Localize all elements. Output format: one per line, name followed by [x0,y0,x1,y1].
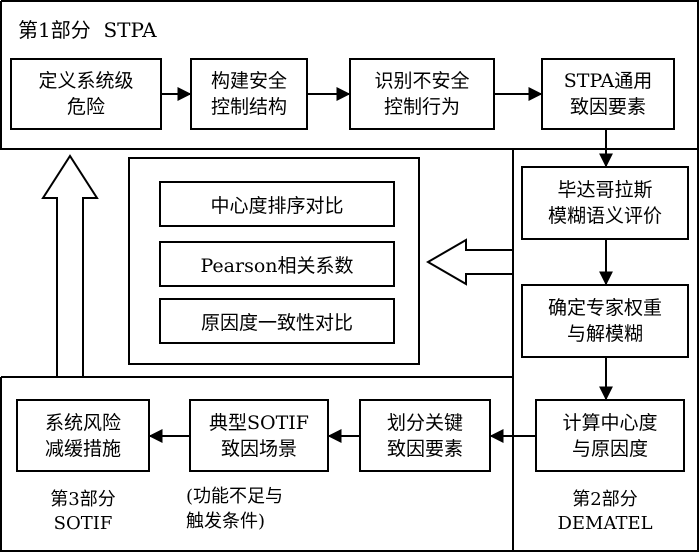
box-identify-uca [349,58,495,130]
comparison-item-pearson: Pearson相关系数 [200,254,354,277]
box-centrality-ranking [159,181,395,227]
box-cause-consistency [159,298,395,344]
part2-region [512,149,699,552]
hollow-arrow-left [426,238,514,286]
node-pythagorean-fuzzy: 毕达哥拉斯 模糊语义评价 [547,179,662,227]
node-key-factors: 划分关键 致因要素 [386,411,463,460]
box-risk-mitigation [16,399,150,472]
part3-region [0,376,514,552]
box-pearson [159,241,395,287]
scenario-note: (功能不足与 触发条件) [186,486,284,532]
box-compute-degrees [535,399,685,472]
part3-title: 第3部分 SOTIF [50,489,116,534]
hollow-arrow-up [41,154,99,378]
node-build-control-structure: 构建安全 控制结构 [210,70,287,118]
comparison-item-centrality: 中心度排序对比 [210,194,344,217]
node-stpa-common-factors: STPA通用 致因要素 [563,70,653,118]
node-risk-mitigation: 系统风险 减缓措施 [44,411,121,460]
box-stpa-common-factors [541,58,675,130]
node-sotif-scenarios: 典型SOTIF 致因场景 [209,411,309,460]
part1-title: 第1部分 STPA [18,18,157,42]
node-define-hazards: 定义系统级 危险 [38,70,134,118]
box-build-control-structure [190,58,308,130]
comparison-item-cause-consistency: 原因度一致性对比 [200,311,353,334]
part2-title: 第2部分 DEMATEL [557,489,653,534]
node-compute-degrees: 计算中心度 与原因度 [562,411,658,460]
box-define-hazards [10,58,162,130]
node-expert-weights: 确定专家权重 与解模糊 [547,297,662,345]
node-identify-uca: 识别不安全 控制行为 [374,70,470,118]
